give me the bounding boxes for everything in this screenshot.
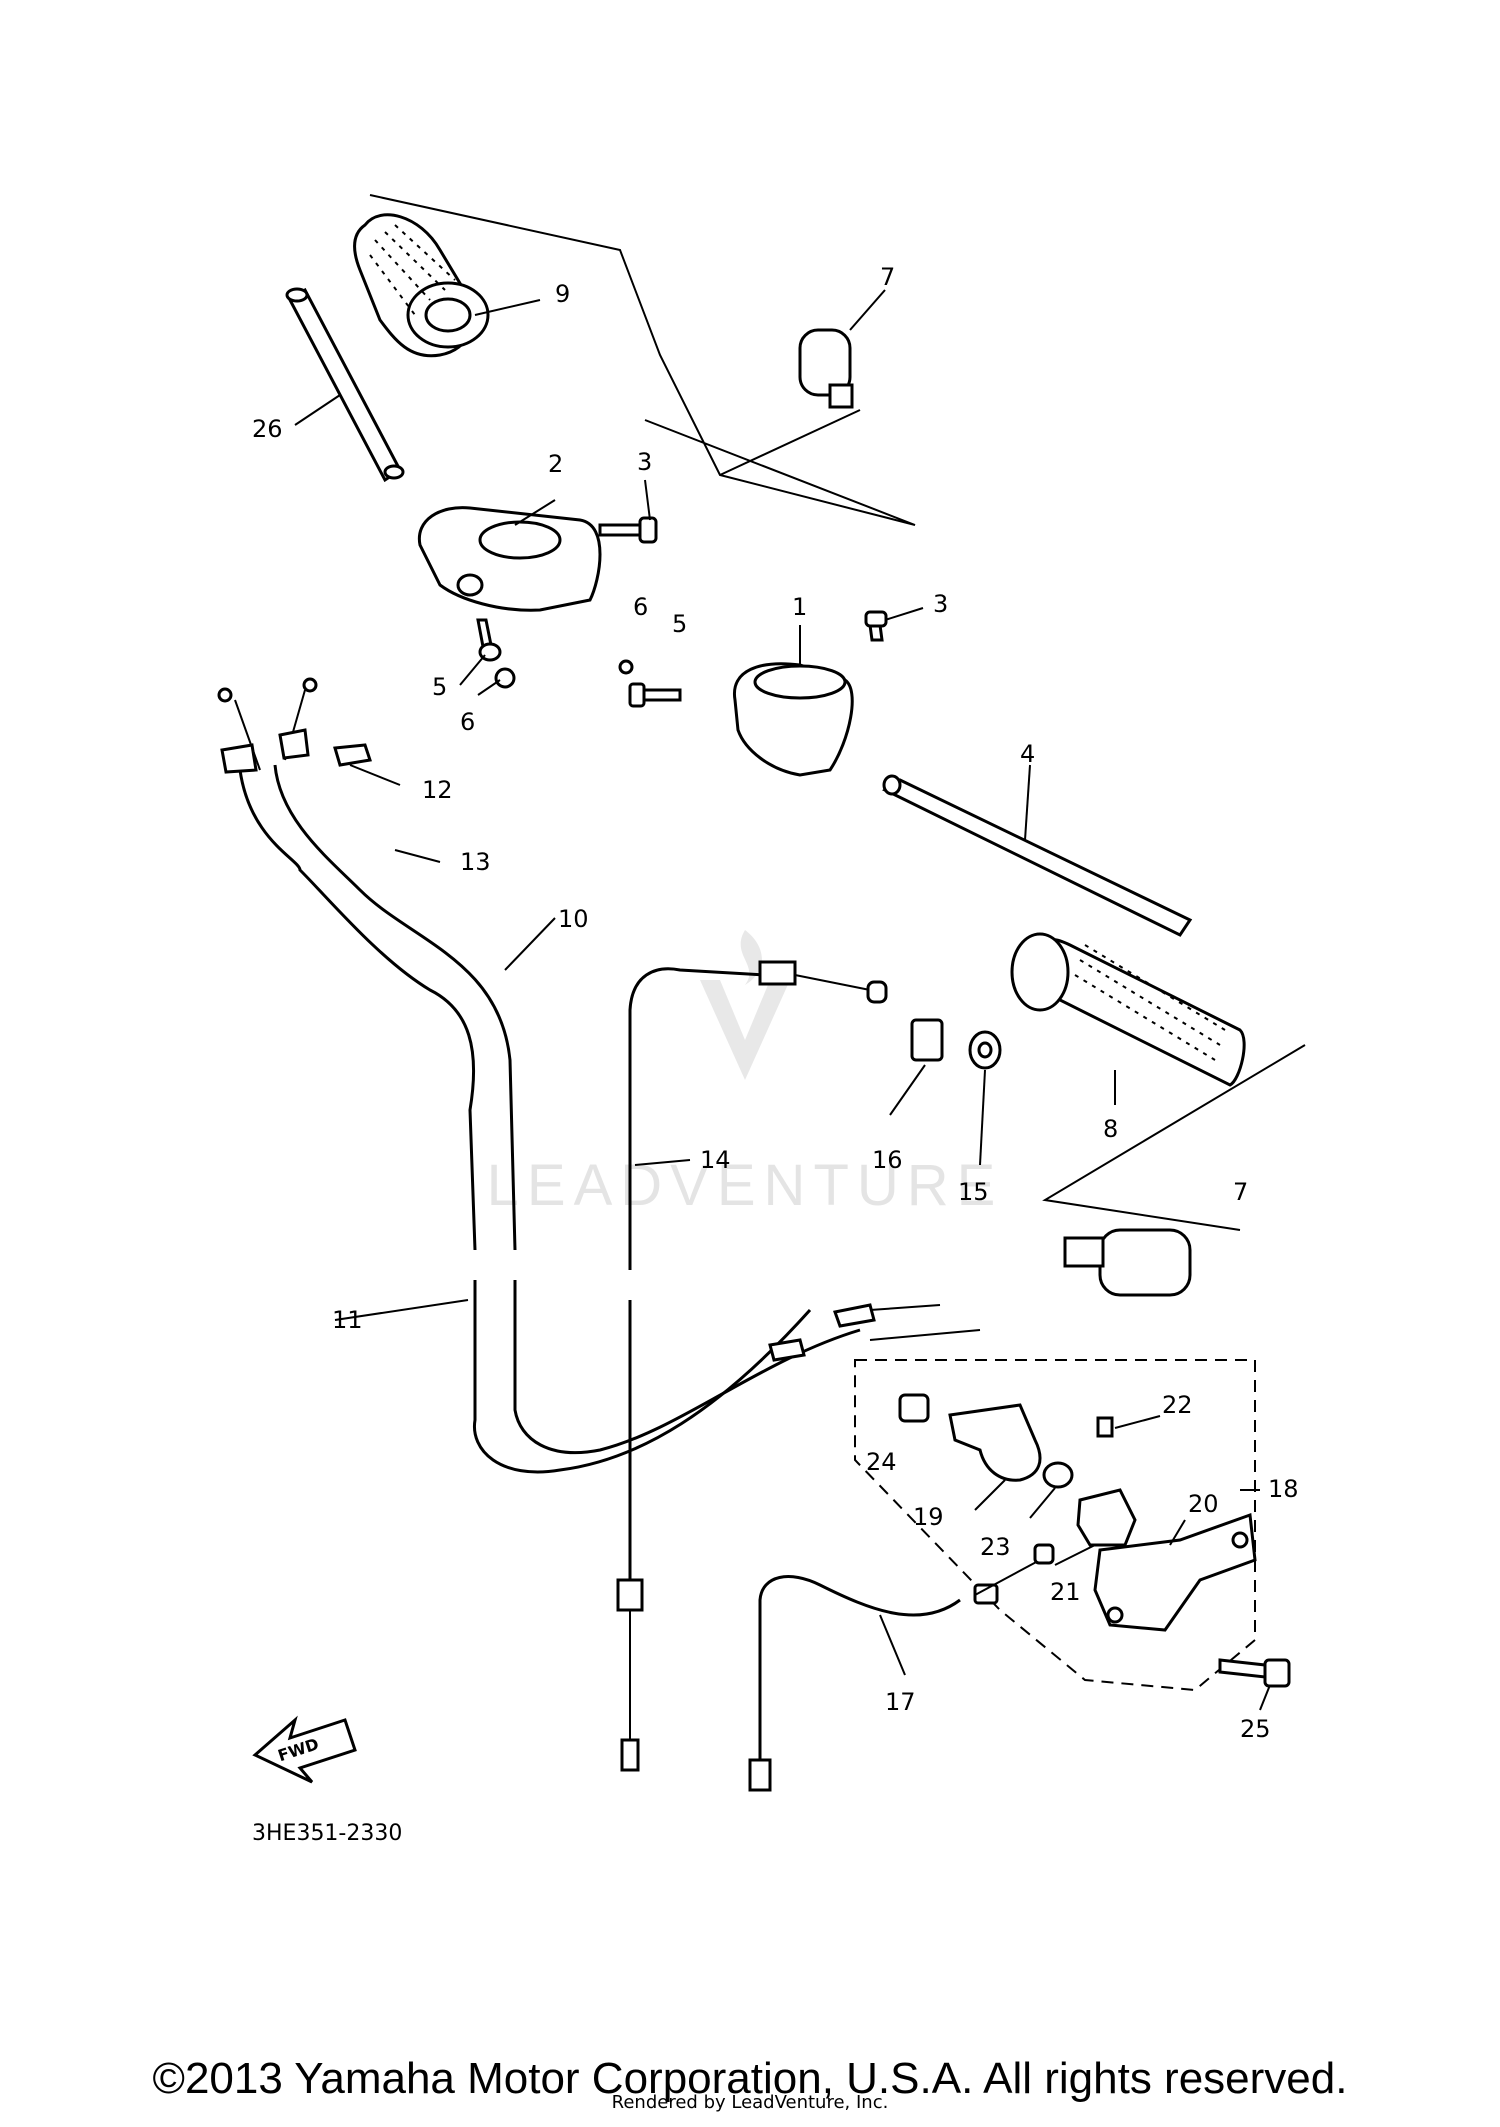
callout-17: 17: [885, 1688, 916, 1716]
fwd-arrow-icon: FWD: [252, 1715, 357, 1784]
throttle-cables: [217, 677, 981, 1474]
watermark: LEADVENTURE: [487, 930, 1004, 1218]
callout-6: 6: [460, 708, 475, 736]
choke-cable: [616, 960, 888, 1772]
callout-18: 18: [1268, 1475, 1299, 1503]
callout-1: 1: [792, 593, 807, 621]
fasteners: [476, 516, 888, 708]
callout-19: 19: [913, 1503, 944, 1531]
callout-5: 5: [432, 673, 447, 701]
callout-22: 22: [1162, 1391, 1193, 1419]
callout-26: 26: [252, 415, 283, 443]
choke-lever-assembly-outline: [854, 1359, 1256, 1692]
callout-13: 13: [460, 848, 491, 876]
callout-5: 5: [672, 610, 687, 638]
left-grip-part: [1010, 932, 1246, 1087]
handlebar-part: [882, 774, 1193, 937]
callout-9: 9: [555, 280, 570, 308]
callout-15: 15: [958, 1178, 989, 1206]
choke-cable-17: [748, 1543, 1055, 1792]
grip-housing-part: [417, 506, 602, 612]
throttle-grip-part: [353, 213, 490, 358]
bar-end-weight-top-part: [798, 328, 854, 409]
callout-10: 10: [558, 905, 589, 933]
throttle-assembly-outline: [369, 194, 916, 526]
switch-housing-part: [732, 662, 854, 777]
watermark-text: LEADVENTURE: [487, 1153, 1004, 1218]
callout-8: 8: [1103, 1115, 1118, 1143]
leader-lines: [294, 289, 1271, 1711]
callout-3: 3: [933, 590, 948, 618]
callout-11: 11: [332, 1306, 363, 1334]
callout-7: 7: [880, 263, 895, 291]
callout-20: 20: [1188, 1490, 1219, 1518]
throttle-tube-part: [285, 287, 405, 483]
callout-7: 7: [1233, 1178, 1248, 1206]
bar-end-weight-right-part: [1042, 1044, 1306, 1297]
callout-3: 3: [637, 448, 652, 476]
callout-21: 21: [1050, 1578, 1081, 1606]
cable-adjuster-parts: [910, 1018, 1002, 1070]
callout-23: 23: [980, 1533, 1011, 1561]
callout-14: 14: [700, 1146, 731, 1174]
callouts: 9 7 26 2 3 3 1 6 5 5 6 12 13 4 10 8 14 1…: [252, 263, 1299, 1743]
callout-25: 25: [1240, 1715, 1271, 1743]
choke-lever-parts: [898, 1393, 1291, 1688]
callout-12: 12: [422, 776, 453, 804]
callout-16: 16: [872, 1146, 903, 1174]
callout-24: 24: [866, 1448, 897, 1476]
copyright-notice: ©2013 Yamaha Motor Corporation, U.S.A. A…: [152, 2054, 1348, 2103]
callout-6: 6: [633, 593, 648, 621]
callout-4: 4: [1020, 740, 1035, 768]
callout-2: 2: [548, 450, 563, 478]
rendered-by-credit: Rendered by LeadVenture, Inc.: [611, 2092, 889, 2113]
diagram-code: 3HE351-2330: [252, 1821, 402, 1846]
